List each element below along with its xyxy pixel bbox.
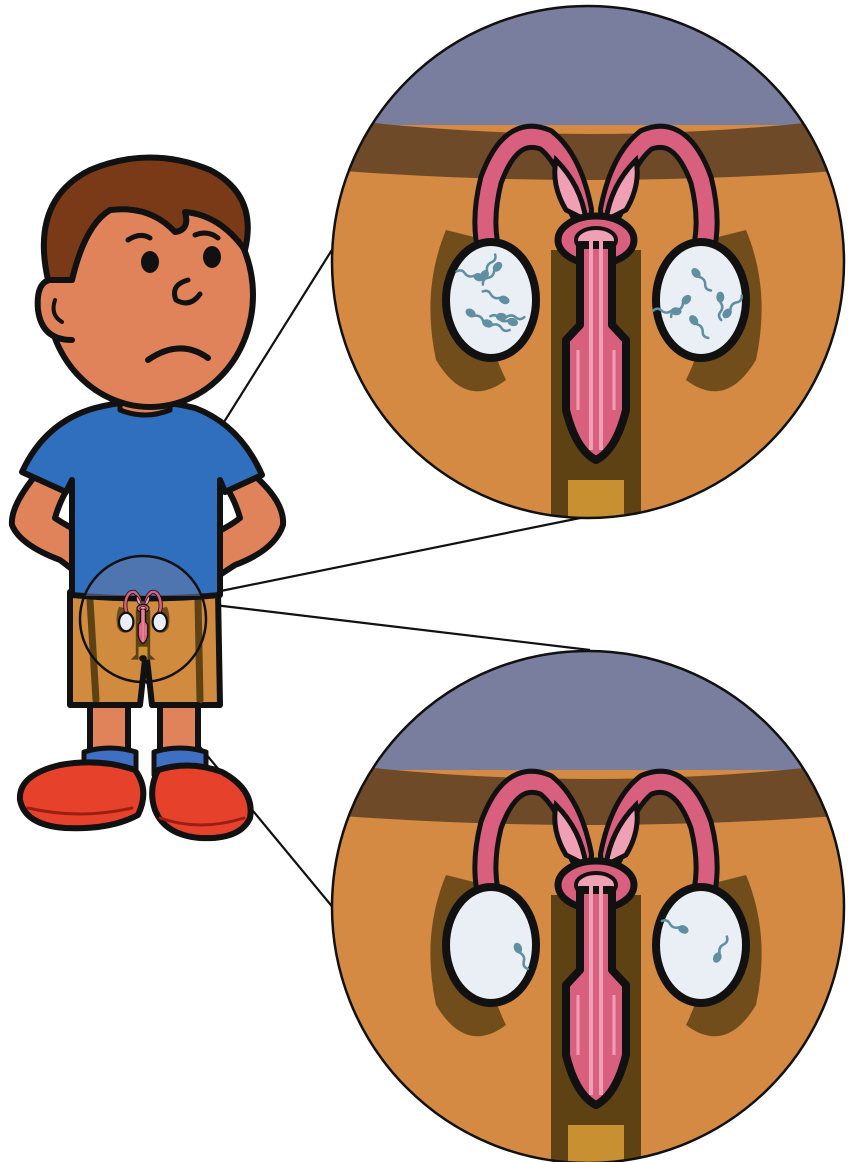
testis-right	[656, 887, 746, 1003]
boy-figure	[12, 158, 283, 839]
connector-line-bottom-upper	[206, 604, 590, 650]
right-shoe	[152, 765, 251, 838]
zoom-circle-bottom	[330, 645, 850, 1162]
zoom-circle-top	[330, 0, 850, 572]
testis-left	[446, 887, 536, 1003]
testis-right	[656, 242, 746, 358]
right-eye	[203, 246, 221, 268]
left-shoe	[20, 762, 143, 828]
left-eye	[141, 251, 159, 273]
testis-left	[446, 242, 536, 358]
